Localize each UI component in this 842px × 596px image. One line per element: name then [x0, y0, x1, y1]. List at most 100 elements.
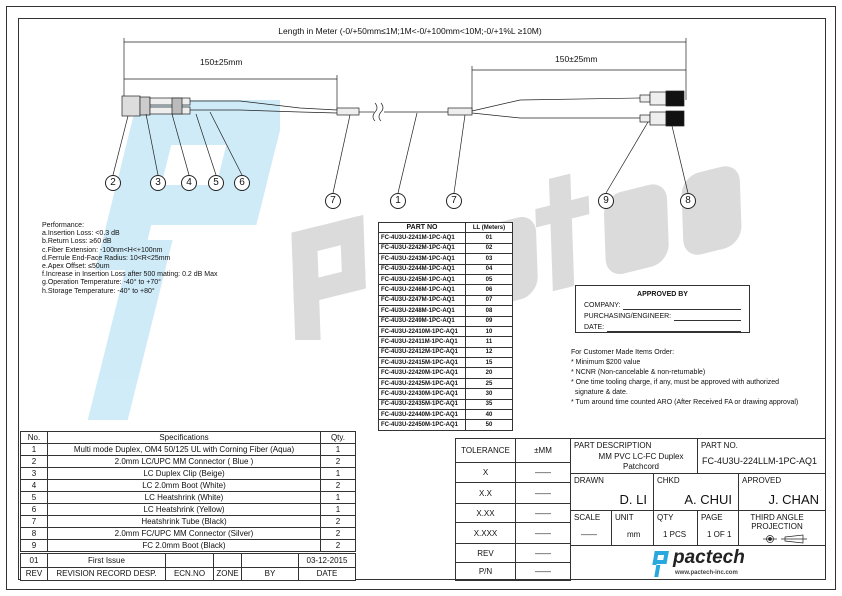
- tolerance-header: TOLERANCE: [455, 438, 516, 463]
- part-no-cell: FC-4U3U-2248M-1PC-AQ1: [378, 305, 466, 317]
- note-line: signature & date.: [571, 389, 628, 396]
- col-part-no: PART NO: [378, 221, 466, 234]
- revision-cell: First Issue: [47, 553, 166, 568]
- item-qty: 2: [320, 479, 356, 492]
- projection-cell: THIRD ANGLE PROJECTION: [738, 510, 826, 546]
- col-specifications: Specifications: [47, 431, 321, 444]
- length-cell: 01: [465, 232, 513, 244]
- chkd-label: CHKD: [657, 476, 680, 485]
- item-spec: LC Heatshrink (Yellow): [47, 503, 321, 516]
- part-no-cell: FC-4U3U-22415M-1PC-AQ1: [378, 357, 466, 369]
- item-spec: LC Heatshrink (White): [47, 491, 321, 504]
- length-cell: 04: [465, 263, 513, 275]
- page-border: [6, 6, 836, 590]
- item-qty: 2: [320, 539, 356, 552]
- tolerance-value: ——: [515, 462, 571, 483]
- qty-label: QTY: [657, 513, 674, 522]
- performance-line: a.Insertion Loss: <0.3 dB: [42, 230, 120, 238]
- part-description-label: PART DESCRIPTION: [574, 441, 652, 450]
- length-cell: 20: [465, 367, 513, 379]
- pactech-logo-icon: [652, 551, 669, 577]
- tolerance-value: ——: [515, 543, 571, 563]
- part-no-cell: FC-4U3U-2246M-1PC-AQ1: [378, 284, 466, 296]
- item-qty: 2: [320, 527, 356, 540]
- length-cell: 12: [465, 346, 513, 359]
- part-no-cell: FC-4U3U-2249M-1PC-AQ1: [378, 315, 466, 327]
- approved-by: J. CHAN: [768, 492, 819, 507]
- length-cell: 06: [465, 284, 513, 296]
- length-cell: 30: [465, 388, 513, 400]
- part-no-cell: FC-4U3U-22450M-1PC-AQ1: [378, 419, 466, 431]
- revision-cell: 03-12-2015: [298, 553, 356, 568]
- scale-value: ——: [581, 530, 597, 539]
- item-spec: LC 2.0mm Boot (White): [47, 479, 321, 492]
- item-spec: Multi mode Duplex, OM4 50/125 UL with Co…: [47, 443, 321, 456]
- item-spec: LC Duplex Clip (Beige): [47, 467, 321, 480]
- third-angle-projection-icon: [763, 534, 807, 544]
- performance-line: Performance:: [42, 222, 85, 229]
- drawing-frame: [18, 18, 826, 580]
- note-line: * Minimum $200 value: [571, 359, 641, 366]
- col-ll: LL (Meters): [465, 221, 513, 234]
- performance-line: g.Operation Temperature: -40° to +70°: [42, 279, 161, 287]
- item-qty: 2: [320, 515, 356, 528]
- drawn-label: DRAWN: [574, 476, 604, 485]
- revision-cell: [213, 553, 242, 568]
- performance-line: f.Increase in Insertion Loss after 500 m…: [42, 271, 218, 279]
- tolerance-row-label: X: [455, 462, 516, 483]
- length-cell: 03: [465, 253, 513, 265]
- purchasing-label: PURCHASING/ENGINEER:: [584, 313, 672, 320]
- item-spec: 2.0mm LC/UPC MM Connector ( Blue ): [47, 455, 321, 468]
- part-no-cell: FC-4U3U-2243M-1PC-AQ1: [378, 253, 466, 265]
- tolerance-value: ——: [515, 522, 571, 544]
- balloon-item: 2: [105, 175, 121, 191]
- logo-cell: pactech www.pactech-inc.com: [570, 545, 826, 580]
- length-cell: 35: [465, 398, 513, 411]
- left-breakout-label: 150±25mm: [200, 57, 243, 67]
- approved-label: APROVED: [742, 476, 782, 485]
- approved-cell: APROVED J. CHAN: [738, 473, 826, 511]
- revision-cell: REVISION RECORD DESP.: [47, 566, 166, 581]
- date-label: DATE:: [584, 324, 605, 331]
- balloon-item: 1: [390, 193, 406, 209]
- logo-text: pactech: [673, 547, 745, 568]
- part-no-cell: FC-4U3U-2245M-1PC-AQ1: [378, 273, 466, 286]
- item-no: 1: [20, 443, 48, 456]
- item-no: 5: [20, 491, 48, 504]
- logo-url: www.pactech-inc.com: [675, 570, 738, 576]
- item-spec: 2.0mm FC/UPC MM Connector (Silver): [47, 527, 321, 540]
- balloon-item: 9: [598, 193, 614, 209]
- balloon-item: 8: [680, 193, 696, 209]
- part-no-cell: FC-4U3U-22440M-1PC-AQ1: [378, 409, 466, 421]
- performance-line: b.Return Loss: ≥60 dB: [42, 238, 112, 246]
- tolerance-row-label: X.XXX: [455, 522, 516, 544]
- length-cell: 25: [465, 377, 513, 390]
- company-label: COMPANY:: [584, 302, 621, 309]
- revision-cell: DATE: [298, 566, 356, 581]
- part-no-cell: FC-4U3U-22420M-1PC-AQ1: [378, 367, 466, 379]
- length-cell: 09: [465, 315, 513, 327]
- order-notes: For Customer Made Items Order:* Minimum …: [571, 348, 798, 408]
